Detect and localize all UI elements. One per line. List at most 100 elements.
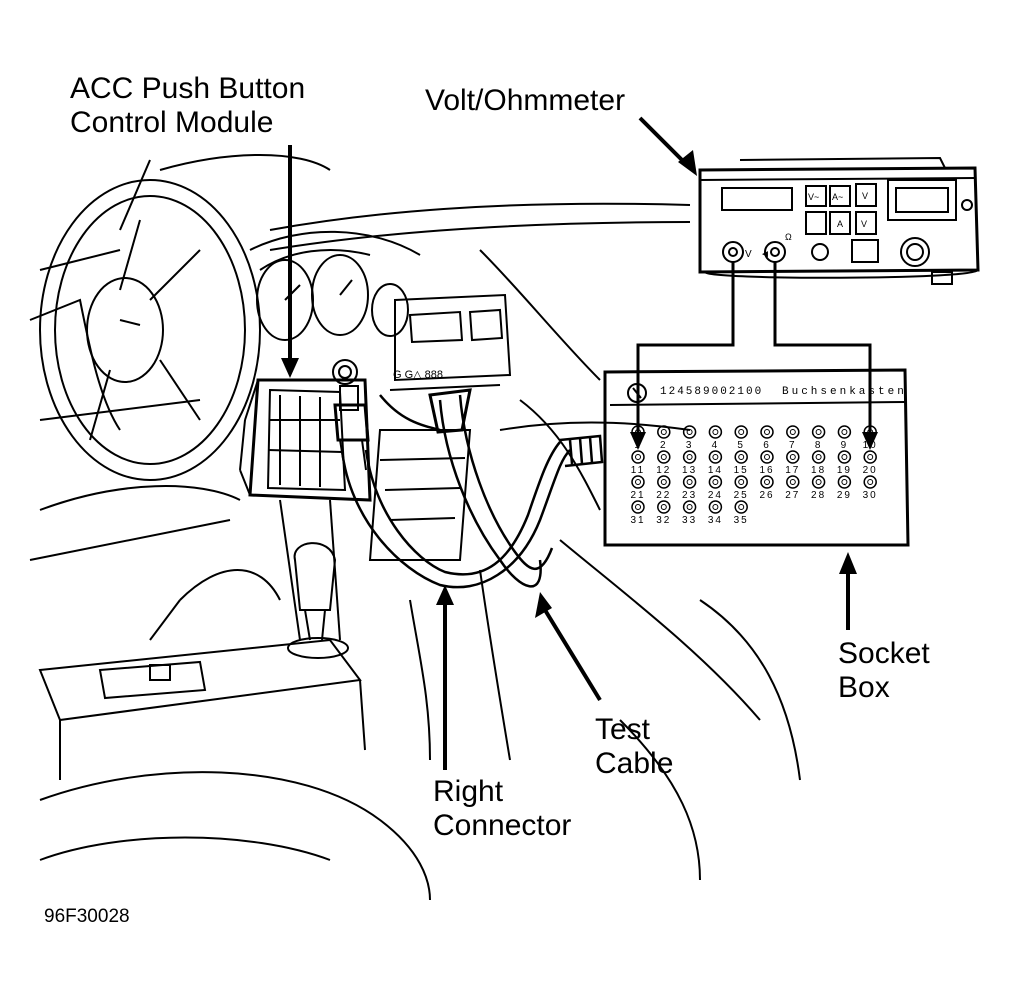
socket-number: 9 [841, 440, 849, 451]
socket-box-part-number: 124589002100 [660, 386, 764, 398]
socket-jack-hole [635, 504, 641, 510]
socket-jack-hole [686, 504, 693, 510]
socket-jack-hole [867, 479, 874, 485]
test-cable-label-line2: Cable [595, 747, 674, 780]
socket-jack[interactable] [811, 475, 826, 489]
socket-number: 28 [811, 490, 826, 501]
socket-jack[interactable] [682, 500, 697, 514]
svg-text:Ω: Ω [785, 232, 792, 242]
socket-jack[interactable] [734, 475, 748, 489]
socket-jack[interactable] [760, 425, 774, 439]
meter-test-leads[interactable] [636, 262, 872, 440]
figure-id: 96F30028 [44, 906, 130, 927]
socket-jack-hole [660, 504, 667, 510]
socket-jack[interactable] [631, 425, 645, 439]
socket-number: 23 [682, 490, 697, 501]
socket-jack[interactable] [811, 450, 826, 464]
socket-jack[interactable] [837, 425, 852, 439]
socket-number: 35 [734, 515, 749, 526]
socket-number: 22 [656, 490, 671, 501]
socket-jack[interactable] [811, 425, 826, 439]
socket-jack-hole [841, 429, 848, 435]
meter-button-a-ac [829, 185, 851, 207]
socket-number: 10 [863, 440, 878, 451]
socket-jack[interactable] [760, 450, 774, 464]
socket-jack[interactable] [760, 475, 774, 489]
socket-jack-hole [815, 429, 822, 435]
socket-jack-hole [738, 504, 745, 510]
meter-button-blank [805, 211, 827, 235]
socket-number: 21 [630, 490, 645, 501]
socket-jack[interactable] [863, 450, 877, 464]
socket-jack[interactable] [786, 450, 800, 464]
socket-jack[interactable] [657, 500, 671, 514]
socket-jack-hole [789, 454, 796, 460]
svg-text:G G△ 888: G G△ 888 [393, 369, 443, 381]
socket-jack-hole [841, 454, 848, 460]
socket-jack[interactable] [734, 450, 748, 464]
socket-jack[interactable] [863, 425, 877, 439]
socket-jack[interactable] [657, 450, 671, 464]
socket-number: 14 [708, 465, 723, 476]
socket-number: 33 [682, 515, 697, 526]
socket-number: 5 [737, 440, 745, 451]
socket-jack-hole [660, 429, 667, 435]
socket-jack-hole [660, 454, 667, 460]
socket-jack-hole [635, 429, 641, 435]
socket-number: 26 [759, 490, 774, 501]
socket-number: 11 [631, 465, 645, 476]
socket-number: 30 [863, 490, 878, 501]
socket-jack[interactable] [786, 425, 800, 439]
socket-number: 34 [708, 515, 723, 526]
meter-button-label: A [837, 219, 843, 229]
socket-box-title: Buchsenkasten [782, 386, 907, 398]
meter-button-label: V [861, 219, 867, 229]
meter-button-v2 [855, 211, 877, 235]
socket-jack[interactable] [682, 475, 697, 489]
socket-jack[interactable] [734, 425, 748, 439]
meter-button-v-ac [805, 185, 827, 207]
socket-jack-hole [686, 479, 693, 485]
pointer-arrows [288, 116, 850, 770]
svg-text:◄: ◄ [760, 249, 770, 260]
socket-jack-hole [712, 504, 719, 510]
socket-jack[interactable] [734, 500, 748, 514]
volt-ohmmeter: V ◄ Ω [698, 156, 980, 285]
socket-jack-hole [815, 454, 822, 460]
socket-jack[interactable] [708, 450, 723, 464]
volt-ohmmeter-label: Volt/Ohmmeter [425, 84, 626, 117]
socket-jack[interactable] [863, 475, 877, 489]
socket-jack[interactable] [837, 475, 852, 489]
socket-jack-hole [764, 454, 770, 460]
socket-jack-hole [738, 429, 745, 435]
meter-button-glyphs: V~ A~ V A V [808, 191, 868, 229]
socket-jack-hole [686, 454, 693, 460]
meter-button-a [829, 211, 851, 235]
socket-jack[interactable] [708, 425, 723, 439]
acc-control-module [239, 378, 372, 502]
socket-jack[interactable] [631, 450, 645, 464]
socket-jack[interactable] [708, 475, 723, 489]
test-cable [340, 388, 604, 589]
steering-wheel [39, 179, 261, 481]
right-connector-label-line2: Connector [433, 809, 572, 842]
socket-number: 20 [863, 465, 878, 476]
socket-jack-hole [738, 454, 745, 460]
socket-number: 17 [785, 465, 800, 476]
socket-jack[interactable] [708, 500, 723, 514]
socket-jack-hole [815, 479, 822, 485]
socket-jack[interactable] [631, 475, 645, 489]
socket-jack[interactable] [657, 475, 671, 489]
socket-jack[interactable] [682, 450, 697, 464]
socket-number: 18 [811, 465, 826, 476]
socket-jack-hole [712, 454, 719, 460]
socket-number: 29 [837, 490, 852, 501]
socket-jack-hole [635, 479, 641, 485]
socket-jack[interactable] [631, 500, 645, 514]
acc-module-label-line1: ACC Push Button [70, 72, 306, 105]
socket-jack[interactable] [682, 425, 697, 439]
socket-jack[interactable] [837, 450, 852, 464]
socket-jack[interactable] [786, 475, 800, 489]
socket-jack[interactable] [657, 425, 671, 439]
